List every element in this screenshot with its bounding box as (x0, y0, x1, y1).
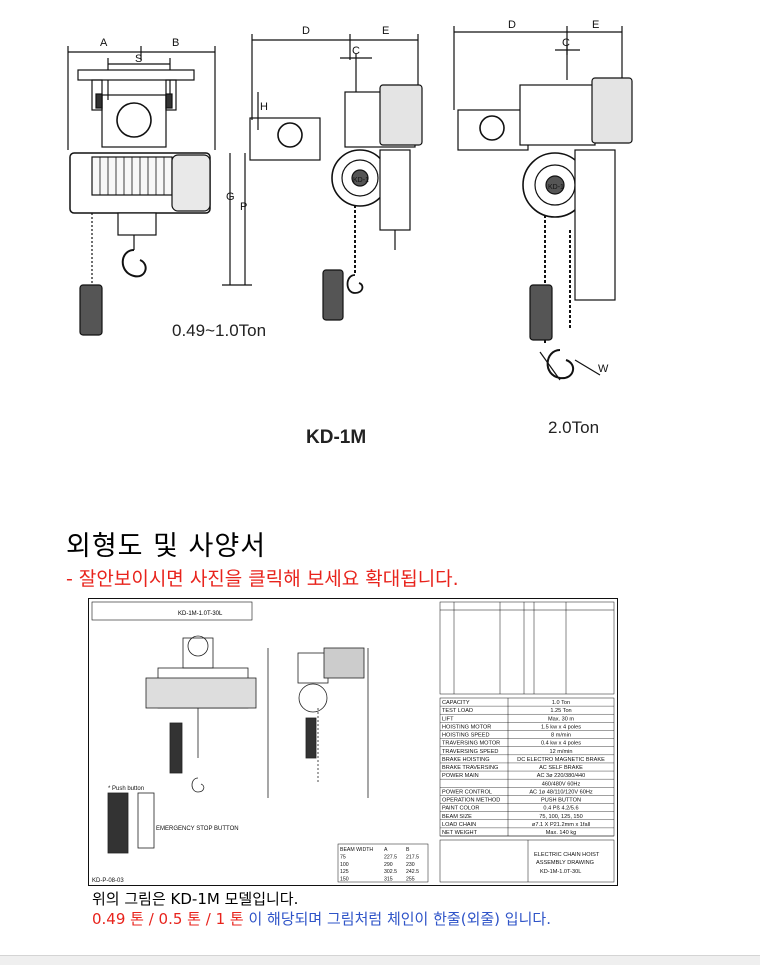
spec-key: TRAVERSING MOTOR (442, 741, 500, 747)
spec-value: AC SELF BRAKE (539, 765, 583, 771)
drawing-header-code: KD-1M-1.0T-30L (178, 611, 223, 617)
beam-table-cell: 290 (384, 862, 393, 868)
spec-key: OPERATION METHOD (442, 798, 500, 804)
spec-key: CAPACITY (442, 700, 470, 706)
push-button-note: * Push button (108, 786, 144, 792)
spec-value: PUSH BUTTON (541, 798, 581, 804)
motor-plate-label: KD-1 (353, 177, 369, 184)
spec-value: 12 m/min (549, 749, 572, 755)
capacity-note: 이 해당되며 그림처럼 체인이 한줄(외줄) 입니다. (243, 910, 551, 928)
range-label: 0.49~1.0Ton (172, 321, 266, 340)
zoom-hint-text: - 잘안보이시면 사진을 클릭해 보세요 확대됩니다. (66, 568, 459, 590)
model-label: KD-1M (306, 427, 366, 448)
beam-table-cell: 227.5 (384, 854, 397, 860)
spec-value: 0.4 kw x 4 poles (541, 741, 581, 747)
beam-table-cell: 242.5 (406, 869, 419, 875)
dim-c: C (352, 45, 360, 57)
beam-table-header: BEAM WIDTH (340, 847, 373, 853)
beam-table-cell: 217.5 (406, 854, 419, 860)
dim-d: D (302, 25, 310, 37)
spec-value: 75, 100, 125, 150 (539, 814, 583, 820)
spec-key: BRAKE HOISTING (442, 757, 490, 763)
spec-value: 0.4 Pß 4.2/5.6 (543, 806, 578, 812)
spec-key: PAINT COLOR (442, 806, 479, 812)
dim-c-2t: C (562, 37, 570, 49)
title-block-line-1: ELECTRIC CHAIN HOIST (534, 852, 600, 858)
hoist-outline-drawing: A B S D E C H G P D E C W KD-1 KD-1 0.49… (67, 19, 633, 448)
title-block-line-3: KD-1M-1.0T-30L (540, 869, 581, 875)
dim-p: P (240, 201, 247, 213)
emergency-stop-note: EMERGENCY STOP BUTTON (156, 826, 239, 832)
spec-value: AC 3ø 220/380/440 (537, 773, 586, 779)
section-heading: 외형도 및 사양서 (66, 531, 267, 562)
capacity-caption: 0.49 톤 / 0.5 톤 / 1 톤 이 해당되며 그림처럼 체인이 한줄(… (92, 908, 551, 929)
assembly-drawing-image[interactable]: KD-1M-1.0T-30L * Push button EMERGENCY S… (88, 598, 618, 886)
dim-b: B (172, 37, 179, 49)
bottom-scrollbar[interactable] (0, 955, 760, 965)
dim-a: A (100, 37, 108, 49)
spec-value: 1.0 Ton (552, 700, 570, 706)
dim-h: H (260, 101, 268, 113)
beam-table-cell: 302.5 (384, 869, 397, 875)
model-caption: 위의 그림은 KD-1M 모델입니다. (92, 890, 299, 908)
beam-table-cell: 150 (340, 877, 349, 883)
drawing-footer-code: KD-P-08-03 (92, 878, 124, 884)
beam-table-cell: 255 (406, 877, 415, 883)
beam-table-cell: 100 (340, 862, 349, 868)
spec-value: Max. 140 kg (546, 830, 576, 836)
spec-value: AC 1ø 48/110/120V 60Hz (529, 789, 593, 795)
spec-key: POWER MAIN (442, 773, 479, 779)
spec-value: 1.5 kw x 4 poles (541, 724, 581, 730)
spec-key: LOAD CHAIN (442, 822, 476, 828)
spec-key: HOISTING SPEED (442, 733, 490, 739)
dim-e: E (382, 25, 389, 37)
dim-g: G (226, 191, 235, 203)
spec-key: NET WEIGHT (442, 830, 478, 836)
dim-d-2t: D (508, 19, 516, 31)
dim-e-2t: E (592, 19, 599, 31)
dim-s: S (135, 53, 142, 65)
spec-value: 460/480V 60Hz (542, 781, 581, 787)
spec-value: DC ELECTRO MAGNETIC BRAKE (517, 757, 605, 763)
beam-table-cell: 75 (340, 854, 346, 860)
beam-table-cell: 230 (406, 862, 415, 868)
spec-key: POWER CONTROL (442, 789, 492, 795)
spec-key: BRAKE TRAVERSING (442, 765, 498, 771)
beam-table-cell: 315 (384, 877, 393, 883)
beam-table-cell: 125 (340, 869, 349, 875)
spec-key: LIFT (442, 716, 454, 722)
dim-w: W (598, 363, 609, 375)
variant-label: 2.0Ton (548, 418, 599, 437)
spec-value: 8 m/min (551, 733, 571, 739)
spec-value: ø7.1 X P21.2mm x 1fall (532, 822, 590, 828)
beam-table-header: B (406, 847, 410, 853)
spec-key: TRAVERSING SPEED (442, 749, 498, 755)
beam-table-header: A (384, 847, 388, 853)
capacity-tons: 0.49 톤 / 0.5 톤 / 1 톤 (92, 910, 244, 928)
motor-plate-label-2t: KD-1 (548, 184, 564, 191)
spec-value: Max. 30 m (548, 716, 574, 722)
spec-key: BEAM SIZE (442, 814, 472, 820)
spec-value: 1.25 Ton (550, 708, 571, 714)
title-block-line-2: ASSEMBLY DRAWING (536, 860, 594, 866)
spec-key: TEST LOAD (442, 708, 473, 714)
spec-key: HOISTING MOTOR (442, 724, 491, 730)
